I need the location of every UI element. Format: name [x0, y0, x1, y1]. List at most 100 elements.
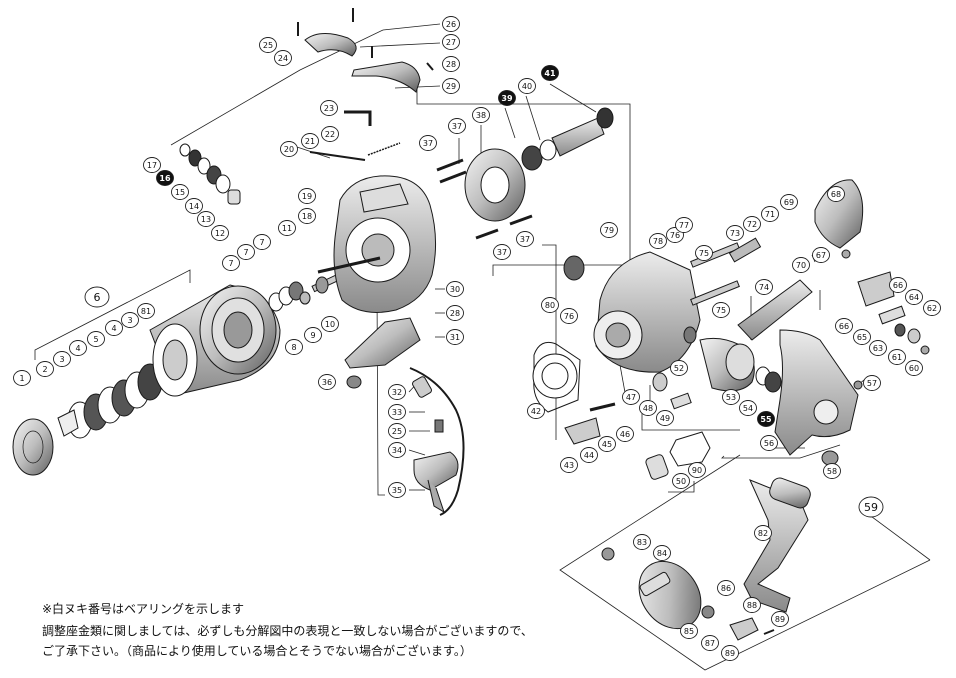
- callout-number: 32: [392, 388, 402, 397]
- callout-circle: [889, 277, 907, 293]
- callout-number: 29: [446, 82, 456, 91]
- callout-circle: [321, 126, 339, 142]
- part-callout-14: 14: [185, 198, 203, 214]
- callout-number: 28: [450, 309, 460, 318]
- callout-number: 15: [175, 188, 185, 197]
- callout-circle: [185, 198, 203, 214]
- part-callout-84: 84: [653, 545, 671, 561]
- part-callout-12: 12: [211, 225, 229, 241]
- part-callout-40: 40: [518, 78, 536, 94]
- callout-number: 80: [545, 301, 555, 310]
- callout-circle: [656, 410, 674, 426]
- part-callout-78: 78: [649, 233, 667, 249]
- pinion-gear: [436, 107, 614, 240]
- callout-number: 75: [716, 306, 726, 315]
- callout-number: 3: [59, 355, 64, 364]
- drag-knob: [12, 418, 54, 476]
- callout-number: 3: [127, 316, 132, 325]
- part-callout-4: 4: [105, 320, 123, 336]
- part-callout-2: 2: [36, 361, 54, 377]
- callout-number: 6: [94, 291, 101, 304]
- callout-number: 60: [909, 364, 919, 373]
- part-callout-37: 37: [448, 118, 466, 134]
- part-callout-88: 88: [743, 597, 761, 613]
- washers-7: [268, 273, 341, 312]
- callout-number: 83: [637, 538, 647, 547]
- callout-number: 56: [764, 439, 774, 448]
- callout-circle: [754, 525, 772, 541]
- callout-number: 16: [159, 174, 171, 183]
- part-callout-25: 25: [259, 37, 277, 53]
- part-callout-70: 70: [792, 257, 810, 273]
- part-callout-89: 89: [721, 645, 739, 661]
- callout-circle: [721, 645, 739, 661]
- callout-number: 69: [784, 198, 794, 207]
- part-callout-63: 63: [869, 340, 887, 356]
- washer-note-continued: ご了承下さい。（商品により使用している場合とそうでない場合がございます。）: [42, 644, 472, 658]
- callout-circle: [53, 351, 71, 367]
- callout-number: 84: [657, 549, 667, 558]
- part-callout-56: 56: [760, 435, 778, 451]
- callout-circle: [518, 78, 536, 94]
- callout-number: 57: [867, 379, 877, 388]
- callout-number: 89: [775, 615, 785, 624]
- callout-number: 24: [278, 54, 288, 63]
- part-callout-77: 77: [675, 217, 693, 233]
- callout-circle: [237, 244, 255, 260]
- callout-number: 86: [721, 584, 731, 593]
- part-callout-76: 76: [560, 308, 578, 324]
- part-callout-67: 67: [812, 247, 830, 263]
- callout-number: 26: [446, 20, 456, 29]
- callout-number: 55: [760, 415, 772, 424]
- callout-circle: [318, 374, 336, 390]
- callout-circle: [84, 286, 110, 308]
- callout-circle: [739, 400, 757, 416]
- callout-circle: [541, 297, 559, 313]
- callout-number: 73: [730, 229, 740, 238]
- part-callout-81: 81: [137, 303, 155, 319]
- callout-number: 5: [93, 335, 98, 344]
- callout-number: 61: [892, 353, 902, 362]
- callout-number: 49: [660, 414, 670, 423]
- callout-number: 28: [446, 60, 456, 69]
- part-callout-58: 58: [823, 463, 841, 479]
- callout-circle: [516, 231, 534, 247]
- part-callout-75: 75: [712, 302, 730, 318]
- callout-circle: [780, 194, 798, 210]
- callout-circle: [253, 234, 271, 250]
- part-callout-38: 38: [472, 107, 490, 123]
- callout-number: 19: [302, 192, 312, 201]
- spool-assembly: [12, 284, 281, 476]
- callout-circle: [446, 281, 464, 297]
- callout-number: 68: [831, 190, 841, 199]
- callout-circle: [712, 302, 730, 318]
- callout-circle: [388, 482, 406, 498]
- part-callout-19: 19: [298, 188, 316, 204]
- callout-circle: [923, 300, 941, 316]
- callout-circle: [670, 360, 688, 376]
- part-callout-43: 43: [560, 457, 578, 473]
- callout-circle: [722, 389, 740, 405]
- callout-number: 13: [201, 215, 211, 224]
- callout-circle: [653, 545, 671, 561]
- part-callout-44: 44: [580, 447, 598, 463]
- part-callout-15: 15: [171, 184, 189, 200]
- callout-circle: [580, 447, 598, 463]
- callout-number: 37: [497, 248, 507, 257]
- callout-number: 62: [927, 304, 937, 313]
- part-callout-59: 59: [858, 496, 884, 518]
- part-callout-3: 3: [121, 312, 139, 328]
- part-callout-52: 52: [670, 360, 688, 376]
- callout-number: 10: [325, 320, 335, 329]
- callout-circle: [274, 50, 292, 66]
- callout-circle: [388, 442, 406, 458]
- callout-number: 75: [699, 249, 709, 258]
- callout-number: 50: [676, 477, 686, 486]
- part-callout-53: 53: [722, 389, 740, 405]
- callout-number: 65: [857, 333, 867, 342]
- part-callout-54: 54: [739, 400, 757, 416]
- part-callout-60: 60: [905, 360, 923, 376]
- part-callout-32: 32: [388, 384, 406, 400]
- callout-circle: [680, 623, 698, 639]
- callout-circle: [560, 308, 578, 324]
